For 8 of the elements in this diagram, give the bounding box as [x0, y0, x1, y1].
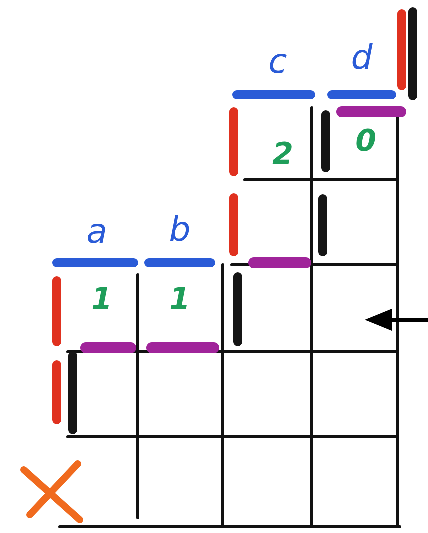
digit-label: 1 — [170, 285, 190, 315]
letter-label: d — [351, 41, 373, 75]
digit-label: 2 — [272, 140, 294, 170]
letter-label: c — [268, 45, 288, 79]
letter-label: a — [86, 215, 108, 249]
letter-label: b — [169, 213, 191, 247]
digit-label: 0 — [356, 127, 376, 157]
digit-label: 1 — [92, 285, 112, 315]
